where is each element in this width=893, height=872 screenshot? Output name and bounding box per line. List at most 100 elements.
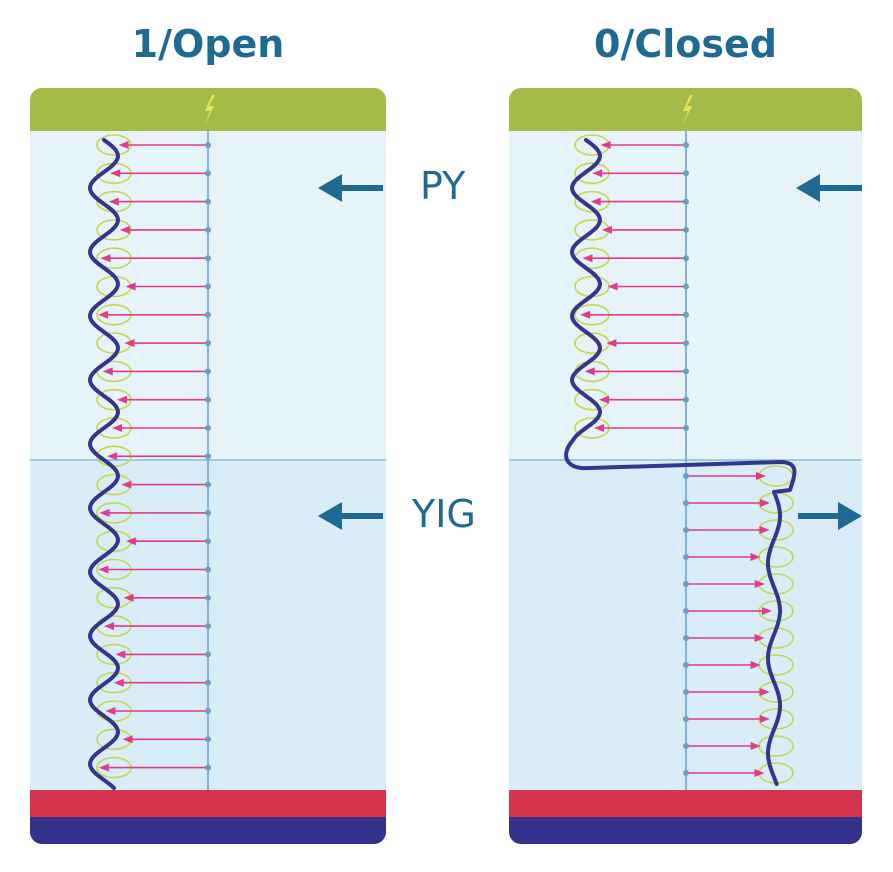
spin-arrow-head (113, 678, 124, 687)
axis-dot (683, 311, 689, 318)
spin-arrow-head (594, 424, 604, 432)
axis-dot (683, 142, 689, 148)
axis-dot (683, 283, 689, 290)
axis-dot (683, 340, 689, 347)
spin-arrow-head (118, 141, 129, 149)
axis-dot (683, 743, 689, 749)
spin-wave-line (564, 138, 797, 786)
spin-arrow-head (754, 634, 765, 642)
spin-arrow-head (115, 650, 126, 659)
axis-dot (683, 396, 689, 403)
spin-arrow-head (98, 310, 109, 319)
spin-arrow-head (100, 254, 111, 263)
axis-dot (205, 509, 211, 516)
spin-arrow-head (105, 707, 116, 715)
bottom-electrode-navy (509, 817, 862, 844)
spin-arrow-head (122, 735, 133, 744)
axis-dot (683, 198, 689, 205)
axis-dot (683, 226, 689, 233)
spin-arrow-head (102, 367, 113, 376)
arrow-left-icon (318, 502, 383, 530)
axis-dot (683, 473, 689, 479)
spin-arrow-head (759, 715, 770, 723)
spin-arrow-head (600, 141, 611, 149)
spin-arrow-head (119, 225, 130, 234)
spin-arrow-head (108, 197, 119, 206)
spin-arrow-head (580, 310, 591, 319)
spin-arrow-head (592, 169, 603, 178)
axis-dot (205, 396, 211, 403)
axis-dot (205, 170, 211, 177)
spin-arrow-head (584, 367, 595, 376)
spin-arrow-head (590, 197, 601, 206)
spin-arrow-head (112, 424, 122, 432)
panel-title-closed: 0/Closed (594, 22, 777, 66)
yig-layer-label: YIG (412, 492, 476, 536)
spin-arrow-head (116, 395, 127, 404)
axis-dot (205, 679, 211, 686)
spin-arrow-head (107, 452, 118, 461)
axis-dot (683, 527, 689, 533)
spin-arrow-head (110, 169, 121, 178)
axis-dot (683, 500, 689, 506)
spin-arrow-head (601, 225, 612, 234)
bottom-electrode-red (30, 790, 386, 817)
spin-wave-line (87, 138, 121, 790)
bottom-electrode-navy (30, 817, 386, 844)
axis-dot (683, 554, 689, 560)
axis-dot (683, 368, 689, 375)
axis-dot (205, 283, 211, 290)
axis-dot (683, 716, 689, 722)
axis-dot (205, 481, 211, 488)
spin-arrow-head (606, 339, 617, 348)
axis-dot (205, 311, 211, 318)
spin-arrow-head (759, 526, 770, 534)
axis-dot (683, 770, 689, 776)
arrow-left-icon (796, 174, 862, 202)
axis-dot (205, 736, 211, 743)
spin-arrow-head (125, 282, 136, 291)
spin-arrow-head (121, 480, 132, 489)
arrow-right-icon (798, 502, 862, 530)
axis-dot (205, 764, 211, 771)
spin-arrow-head (123, 593, 134, 602)
axis-dot (205, 226, 211, 233)
spin-arrow-head (104, 622, 115, 631)
axis-dot (205, 425, 211, 431)
axis-dot (205, 142, 211, 148)
spin-arrow-head (124, 339, 135, 348)
lightning-bolt-icon (204, 95, 215, 126)
spin-arrow-head (750, 553, 761, 561)
axis-dot (205, 538, 211, 545)
axis-dot (205, 651, 211, 658)
axis-dot (683, 689, 689, 695)
axis-dot (683, 425, 689, 431)
spin-arrow-head (607, 282, 618, 291)
spin-arrow-head (582, 254, 593, 263)
axis-dot (205, 566, 211, 573)
spin-arrow-head (98, 565, 109, 574)
bottom-electrode-red (509, 790, 862, 817)
spin-arrow-head (759, 499, 770, 507)
spin-arrow-head (99, 508, 110, 517)
spin-arrow-head (750, 661, 761, 669)
spin-arrow-head (750, 742, 761, 750)
spin-arrow-head (125, 537, 136, 546)
axis-dot (205, 623, 211, 630)
panel-title-open: 1/Open (131, 22, 285, 66)
axis-dot (683, 255, 689, 262)
axis-dot (205, 594, 211, 601)
spin-arrow-head (98, 763, 109, 772)
axis-dot (683, 170, 689, 177)
spin-arrow-head (598, 395, 609, 404)
axis-dot (205, 708, 211, 714)
axis-dot (205, 255, 211, 262)
spin-arrow-head (754, 769, 765, 777)
spin-arrow-head (754, 580, 765, 588)
axis-dot (683, 608, 689, 614)
spin-arrow-head (756, 472, 766, 480)
arrow-left-icon (318, 174, 383, 202)
axis-dot (205, 198, 211, 205)
closed-spin-content (564, 134, 797, 786)
py-layer-label: PY (420, 164, 466, 208)
